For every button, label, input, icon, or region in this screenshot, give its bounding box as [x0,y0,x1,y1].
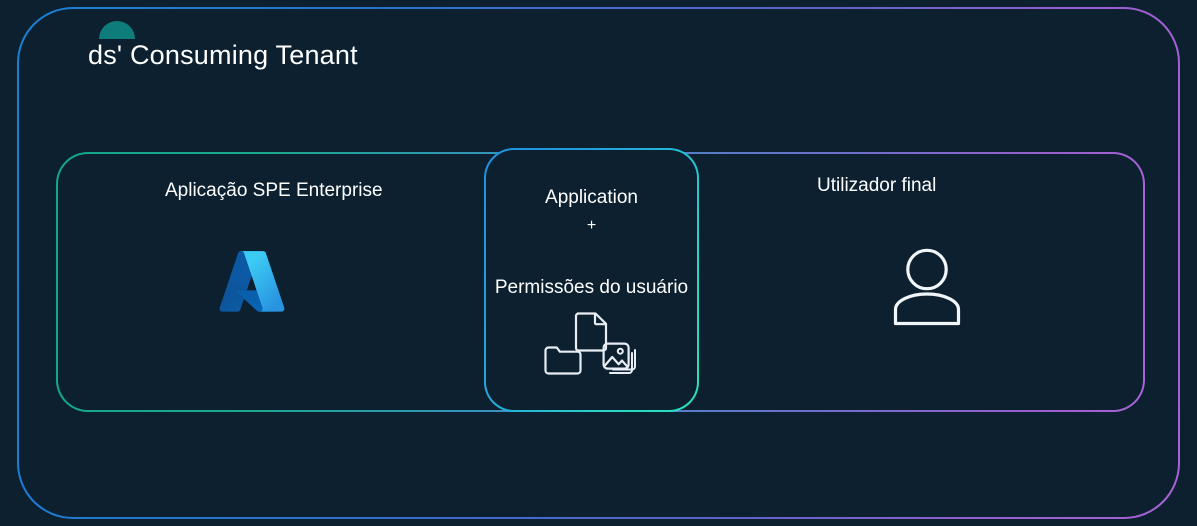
center-card-title: Application [545,187,638,208]
content-icons-group [486,310,697,390]
azure-logo-icon [216,247,288,319]
folder-icon [543,341,583,380]
center-card-subtitle: Permissões do usuário [494,277,689,298]
user-person-icon [890,248,964,326]
application-permissions-card: Application + Permissões do usuário [484,148,699,412]
image-stack-icon [601,341,641,382]
right-column-label: Utilizador final [817,175,937,196]
center-card-plus-separator: + [586,217,597,234]
tenant-logo-icon [99,21,135,39]
page-title: ds' Consuming Tenant [88,40,358,70]
left-column-label: Aplicação SPE Enterprise [165,180,383,201]
document-icon [574,310,610,357]
